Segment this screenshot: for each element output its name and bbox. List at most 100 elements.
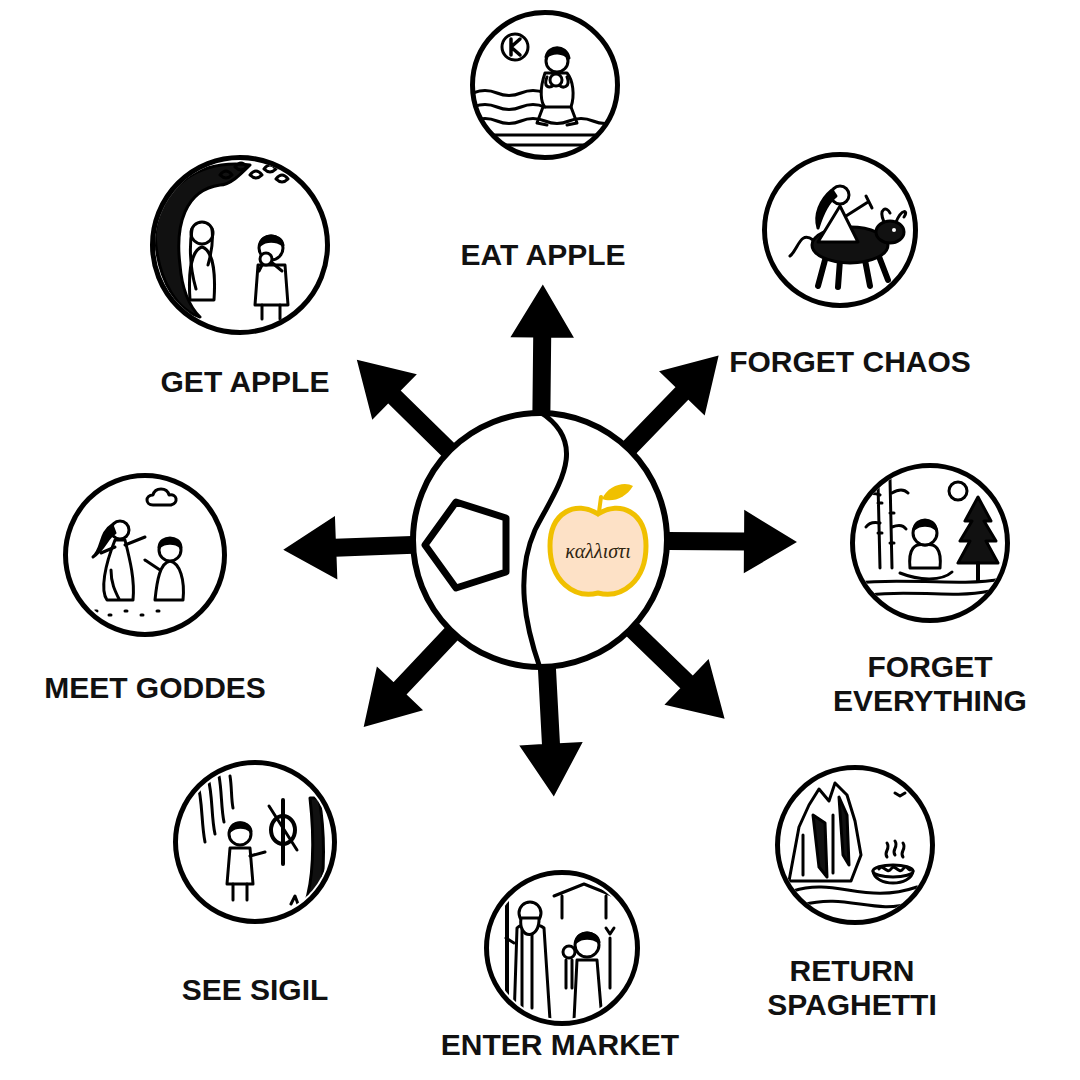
return-spaghetti-picture bbox=[813, 797, 849, 877]
enter-market-picture bbox=[563, 946, 575, 958]
circle-outline bbox=[410, 410, 670, 670]
eat-apple-picture bbox=[541, 73, 573, 107]
step-label: SEE SIGIL bbox=[182, 973, 329, 1008]
meet-goddes-picture bbox=[159, 539, 181, 561]
circle-outline bbox=[484, 870, 640, 1026]
return-spaghetti-picture bbox=[793, 887, 917, 907]
circle-outline bbox=[176, 763, 335, 922]
meet-goddes-picture bbox=[159, 538, 181, 547]
forget-everything-picture bbox=[858, 479, 1002, 595]
forget-everything-picture bbox=[949, 482, 967, 500]
step-circle: FORGET CHAOS bbox=[729, 152, 971, 380]
see-sigil-picture bbox=[229, 823, 251, 845]
circle-outline bbox=[487, 873, 638, 1024]
return-spaghetti-picture bbox=[895, 793, 905, 796]
circle-outline bbox=[775, 765, 935, 925]
meet-goddes-picture bbox=[101, 537, 145, 553]
eat-apple-picture bbox=[546, 48, 569, 58]
eat-apple-picture bbox=[537, 107, 577, 125]
enter-market-picture bbox=[506, 938, 514, 943]
enter-market-picture bbox=[575, 933, 599, 957]
chaos-arrow bbox=[623, 357, 717, 454]
meet-goddes-picture bbox=[155, 561, 183, 600]
meet-goddes-picture bbox=[147, 489, 176, 505]
see-sigil-picture bbox=[197, 776, 233, 842]
circle-outline bbox=[762, 152, 918, 308]
enter-market-picture bbox=[574, 960, 602, 1020]
return-spaghetti-picture bbox=[803, 815, 833, 875]
circle-outline bbox=[473, 13, 618, 158]
meet-goddes-picture bbox=[111, 570, 119, 599]
forget-everything-picture bbox=[958, 497, 998, 563]
chaos-arrow bbox=[668, 512, 795, 572]
meet-goddes-picture bbox=[93, 489, 183, 615]
enter-market-picture bbox=[503, 884, 614, 1020]
center-emblem bbox=[550, 508, 646, 594]
see-sigil-picture bbox=[269, 806, 297, 850]
step-label: GET APPLE bbox=[161, 365, 330, 400]
chaos-arrow bbox=[521, 667, 581, 794]
forget-chaos-picture bbox=[882, 209, 906, 222]
get-apple-picture bbox=[260, 236, 283, 245]
chaos-arrow bbox=[285, 518, 412, 578]
enter-market-picture bbox=[522, 928, 532, 1008]
chaos-arrow bbox=[512, 287, 572, 413]
forget-everything-picture bbox=[900, 572, 952, 579]
return-spaghetti-picture bbox=[879, 867, 911, 871]
see-sigil-picture bbox=[193, 776, 324, 904]
forget-chaos-picture bbox=[876, 221, 904, 243]
step-label: RETURN SPAGHETTI bbox=[745, 954, 960, 1023]
eat-apple-picture bbox=[550, 74, 562, 86]
forget-chaos-picture bbox=[892, 228, 896, 232]
forget-chaos-picture bbox=[790, 186, 906, 287]
get-apple-picture bbox=[191, 222, 213, 244]
step-circle: ENTER MARKET bbox=[441, 870, 680, 1063]
see-sigil-picture bbox=[193, 776, 324, 904]
circle-outline bbox=[413, 413, 667, 667]
step-circle: GET APPLE bbox=[150, 155, 330, 400]
get-apple-picture bbox=[190, 229, 196, 289]
center-emblem bbox=[425, 412, 646, 668]
enter-market-picture bbox=[521, 918, 539, 935]
step-circle: SEE SIGIL bbox=[173, 760, 337, 1008]
return-spaghetti-picture bbox=[789, 783, 861, 881]
see-sigil-picture bbox=[233, 884, 247, 900]
step-circle: RETURN SPAGHETTI bbox=[745, 765, 960, 1023]
step-circle: FORGET EVERYTHING bbox=[823, 463, 1038, 719]
forget-everything-picture bbox=[913, 521, 937, 545]
return-spaghetti-picture bbox=[886, 841, 904, 857]
enter-market-picture bbox=[554, 884, 614, 918]
meet-goddes-picture bbox=[95, 611, 159, 615]
return-spaghetti-picture bbox=[789, 783, 917, 907]
forget-everything-picture bbox=[914, 520, 936, 529]
center-emblem bbox=[425, 502, 506, 588]
step-circle: MEET GODDES bbox=[44, 473, 266, 706]
chaos-arrow bbox=[358, 361, 454, 456]
eat-apple-picture bbox=[511, 39, 520, 55]
meet-goddes-picture bbox=[145, 560, 160, 570]
circle-outline bbox=[150, 155, 330, 335]
forget-chaos-picture bbox=[790, 237, 813, 256]
center-circle: καλλιστι bbox=[410, 410, 670, 670]
circle-outline bbox=[66, 476, 225, 635]
circle-outline bbox=[173, 760, 337, 924]
eat-apple-picture bbox=[473, 34, 617, 145]
forget-chaos-picture bbox=[790, 186, 906, 287]
step-label: FORGET EVERYTHING bbox=[823, 650, 1038, 719]
circle-outline bbox=[778, 768, 933, 923]
step-label: FORGET CHAOS bbox=[729, 345, 971, 380]
enter-market-picture bbox=[503, 884, 614, 1020]
forget-chaos-picture bbox=[817, 190, 836, 228]
get-apple-picture bbox=[260, 253, 272, 265]
enter-market-picture bbox=[576, 933, 599, 942]
circle-outline bbox=[853, 466, 1008, 621]
see-sigil-picture bbox=[250, 852, 265, 856]
forget-everything-picture bbox=[976, 563, 980, 581]
circle-outline bbox=[470, 10, 620, 160]
step-label: ENTER MARKET bbox=[441, 1028, 680, 1063]
see-sigil-picture bbox=[193, 896, 298, 904]
meet-goddes-picture bbox=[93, 489, 183, 615]
chaos-arrow bbox=[626, 623, 723, 717]
forget-chaos-picture bbox=[846, 196, 872, 216]
